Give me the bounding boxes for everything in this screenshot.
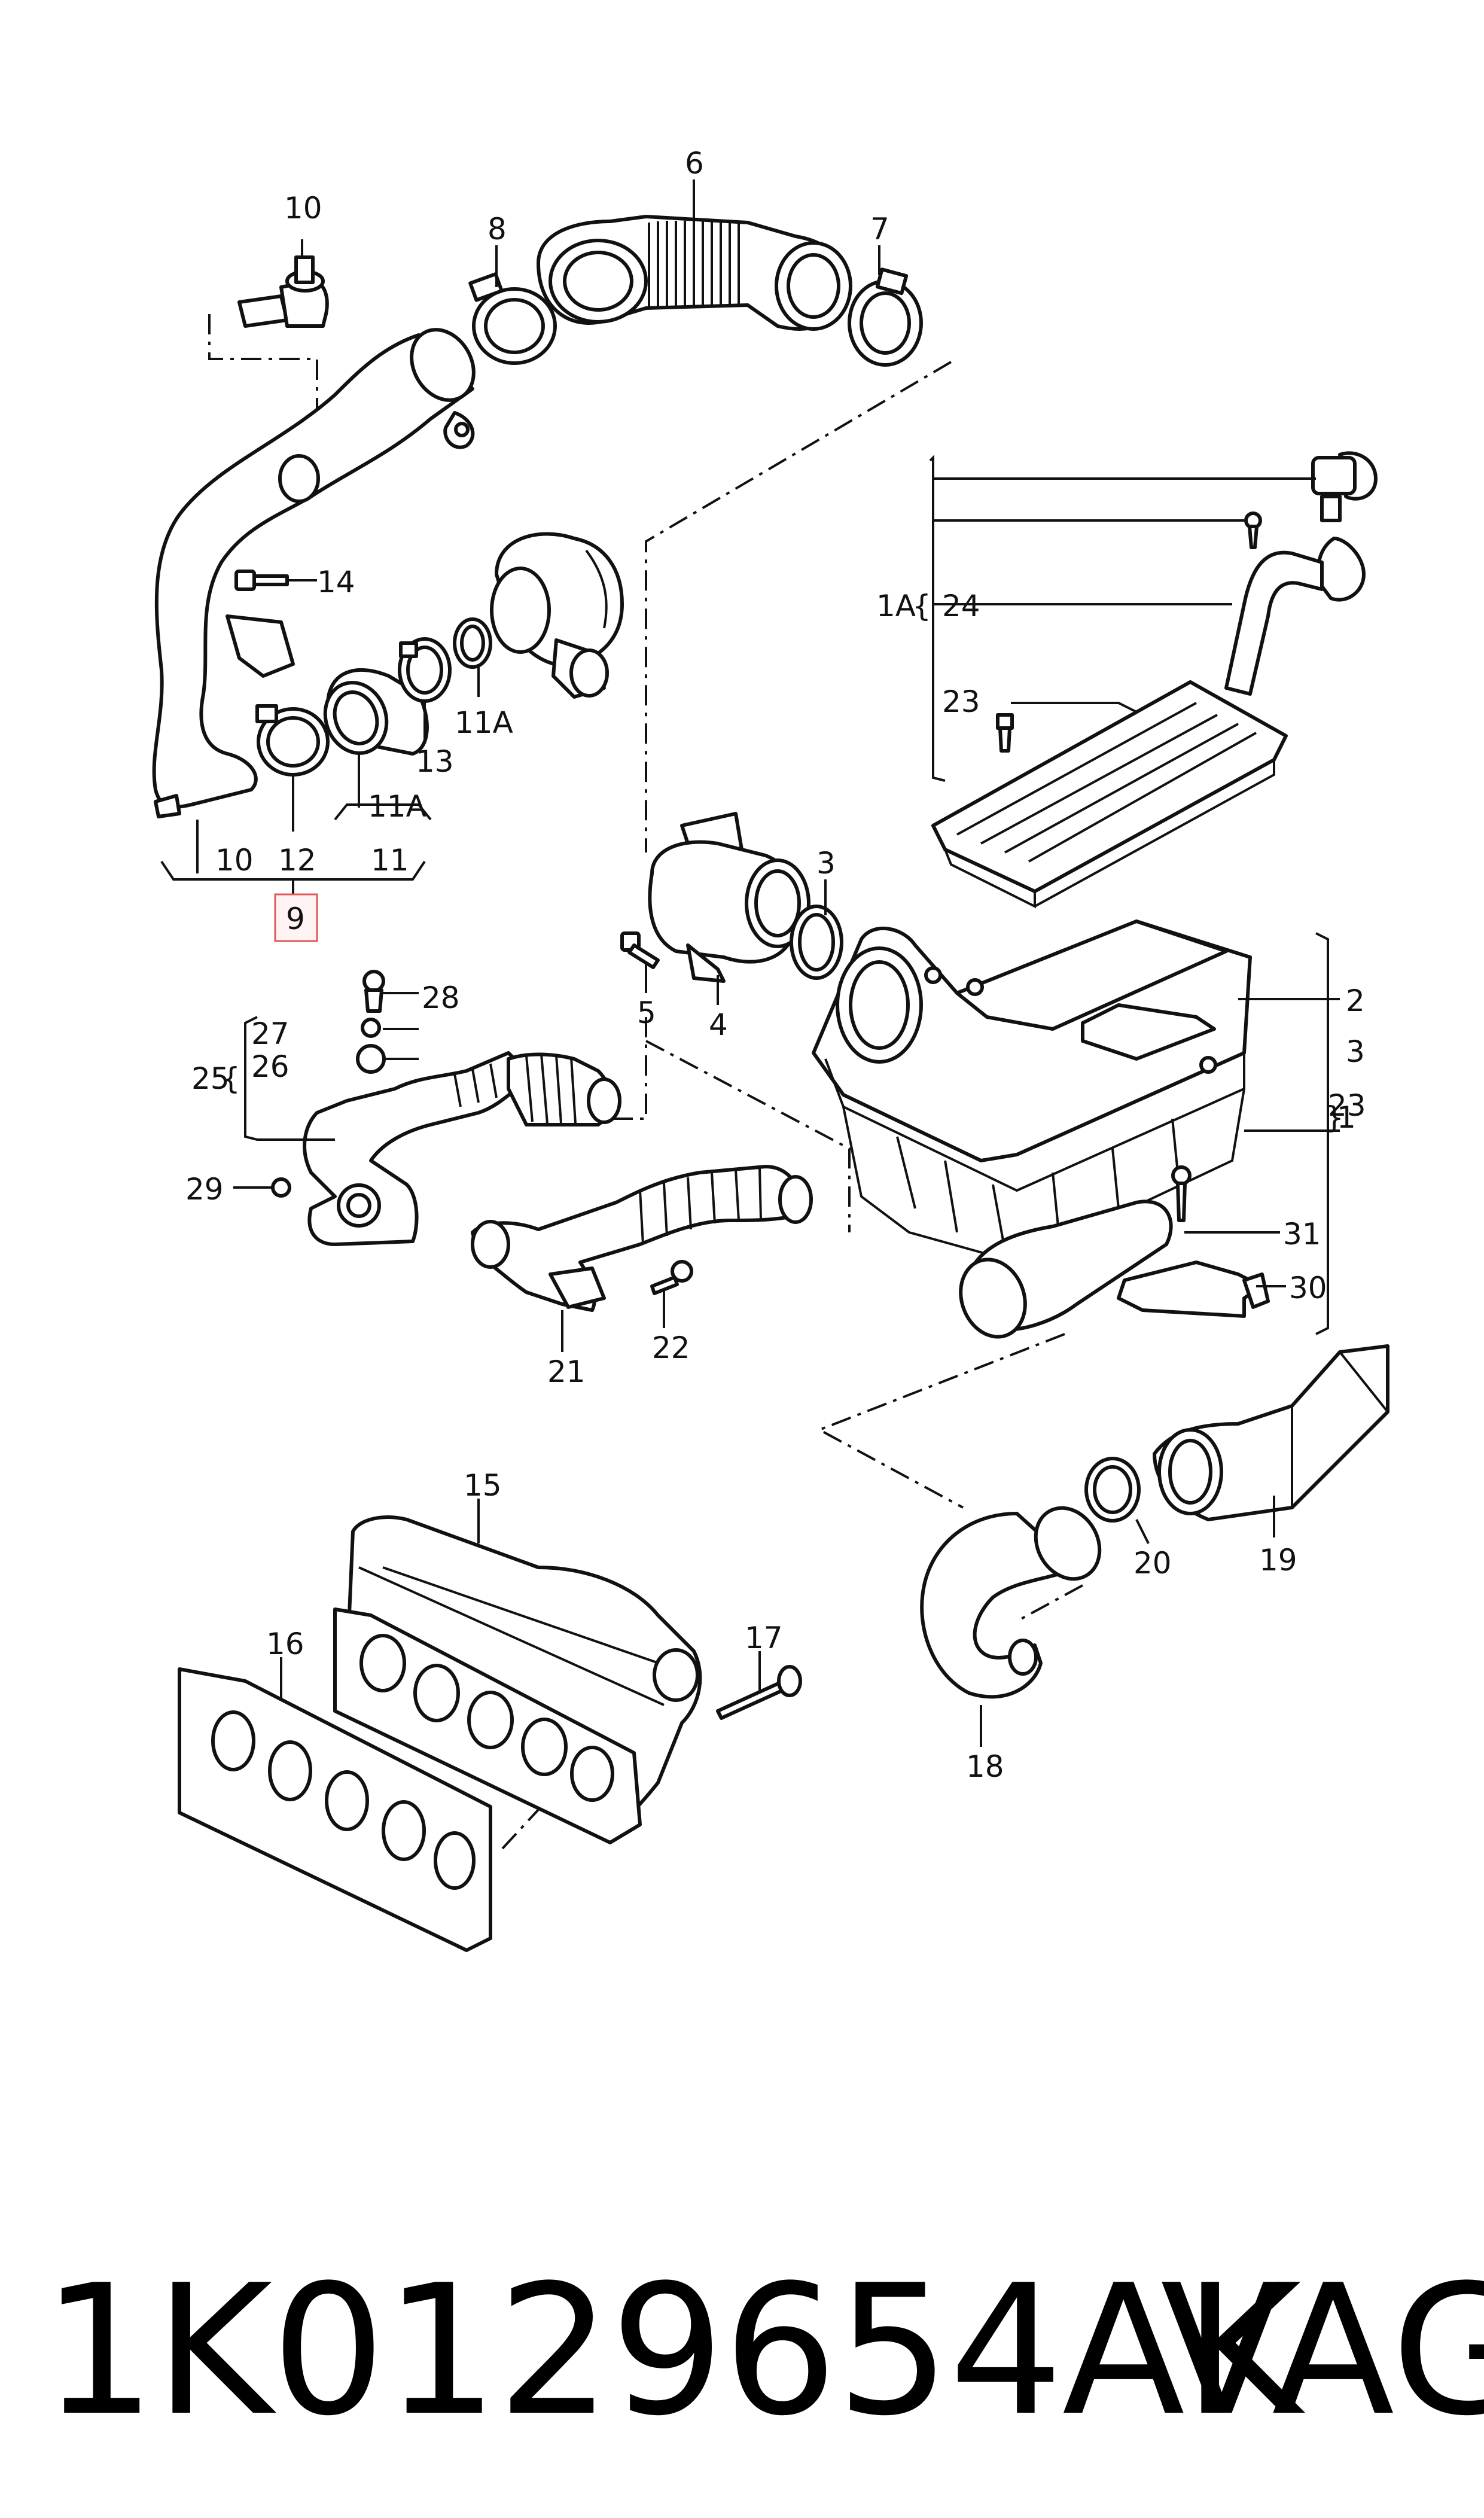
- callout-3-top: 3: [816, 846, 836, 881]
- bolt-icon: [996, 713, 1014, 753]
- callout-12: 12: [278, 843, 316, 878]
- callout-labels: 6 8 7 10 14 11A 13 11A 10 12 11 9 1A 24 …: [185, 146, 1366, 1784]
- callout-4: 4: [709, 1007, 728, 1042]
- hose-clamp-icon: [848, 267, 923, 367]
- filter-element-icon: [931, 680, 1288, 909]
- callout-27: 27: [251, 1016, 290, 1051]
- air-duct-icon: [920, 1506, 1102, 1699]
- callout-10-top: 10: [284, 191, 322, 226]
- callout-22: 22: [652, 1330, 690, 1365]
- air-filter-housing-icon: [812, 919, 1252, 1264]
- svg-text:{: {: [912, 589, 931, 623]
- intake-pipe-icon: [471, 1165, 813, 1312]
- callout-29: 29: [185, 1172, 224, 1207]
- callout-3-right: 3: [1346, 1034, 1365, 1069]
- highlight-box: [274, 893, 318, 942]
- callout-31: 31: [1283, 1217, 1321, 1252]
- callout-21: 21: [547, 1354, 586, 1389]
- callout-28: 28: [422, 981, 460, 1015]
- callout-1a: 1A: [876, 589, 916, 623]
- bolt-icon: [716, 1665, 802, 1720]
- callout-25: 25: [191, 1061, 230, 1096]
- svg-text:{: {: [221, 1061, 240, 1096]
- callout-11a-mid: 11A: [368, 789, 426, 824]
- svg-text:}: }: [1325, 1100, 1344, 1135]
- air-duct-icon: [1153, 1344, 1389, 1521]
- callout-24: 24: [942, 589, 980, 623]
- callout-5: 5: [637, 995, 656, 1030]
- callout-30: 30: [1289, 1271, 1327, 1305]
- intake-manifold-icon: [333, 1515, 702, 1844]
- brand-name: VAG: [1160, 2246, 1484, 2455]
- callout-16: 16: [266, 1627, 304, 1661]
- bracket-icon: [1117, 1165, 1270, 1318]
- intake-pipe-icon: [152, 328, 476, 818]
- callout-1: 1: [1337, 1100, 1356, 1135]
- callout-19: 19: [1259, 1543, 1297, 1578]
- manifold-ports: [359, 1634, 614, 1802]
- callout-18: 18: [966, 1749, 1004, 1784]
- intake-pipe-icon: [271, 970, 621, 1246]
- callout-14: 14: [317, 565, 355, 599]
- callout-6: 6: [685, 146, 704, 181]
- corrugated-hose-icon: [537, 215, 852, 331]
- air-duct-icon: [959, 1199, 1173, 1339]
- part-number: 1K0129654AK: [42, 2246, 1302, 2455]
- callout-15: 15: [464, 1468, 502, 1503]
- callout-9: 9: [286, 902, 305, 936]
- hose-clamp-icon: [468, 272, 557, 365]
- callout-23-top: 23: [942, 684, 980, 719]
- callout-10-bottom: 10: [215, 843, 254, 878]
- hose-clamp-icon: [1084, 1457, 1141, 1523]
- callout-8: 8: [487, 212, 507, 246]
- callout-17: 17: [745, 1621, 783, 1655]
- air-mass-meter-icon: [648, 812, 810, 983]
- bolt-icon: [234, 570, 289, 591]
- manifold-gasket-icon: [178, 1667, 492, 1952]
- hose-clamp-icon: [398, 637, 452, 703]
- o-ring-icon: [453, 617, 492, 669]
- bolt-icon: [1244, 511, 1262, 549]
- footer: 1K0129654AK VAG: [0, 2213, 1484, 2465]
- hose-clamp-icon: [255, 704, 330, 777]
- callout-11: 11: [371, 843, 409, 878]
- callout-26: 26: [251, 1049, 290, 1084]
- callout-7: 7: [870, 212, 889, 246]
- bolt-icon: [620, 931, 660, 969]
- sleeve-icon: [323, 668, 429, 756]
- callout-20: 20: [1133, 1546, 1172, 1581]
- sensor-icon: [237, 255, 329, 328]
- breather-hose-icon: [1224, 451, 1378, 696]
- callout-11a-top: 11A: [455, 705, 513, 740]
- callout-13: 13: [416, 744, 454, 779]
- parts-diagram: 6 8 7 10 14 11A 13 11A 10 12 11 9 1A 24 …: [152, 146, 1389, 1952]
- turbocharger-icon: [490, 532, 624, 699]
- leader-lines: [160, 179, 1340, 1747]
- callout-2: 2: [1346, 984, 1365, 1018]
- braces: { } {: [221, 589, 1344, 1135]
- callout-23-right: 23: [1328, 1088, 1366, 1123]
- o-ring-icon: [790, 905, 843, 980]
